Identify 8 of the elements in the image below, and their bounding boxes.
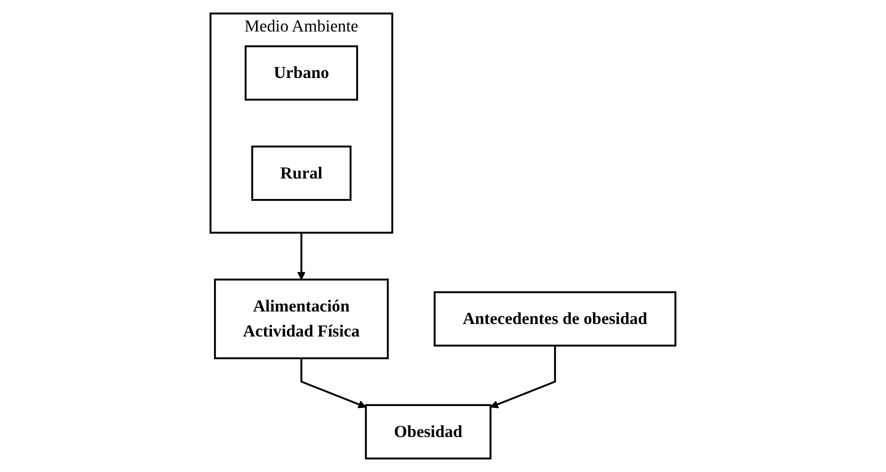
node-box: Urbano — [244, 45, 358, 101]
node-box: Obesidad — [365, 404, 492, 460]
node-box: Rural — [251, 146, 352, 201]
arrow — [300, 358, 366, 408]
arrow — [297, 232, 306, 280]
node-box: Antecedentes de obesidad — [434, 291, 676, 347]
node-box: Alimentación Actividad Física — [214, 278, 389, 360]
arrow — [490, 346, 556, 408]
